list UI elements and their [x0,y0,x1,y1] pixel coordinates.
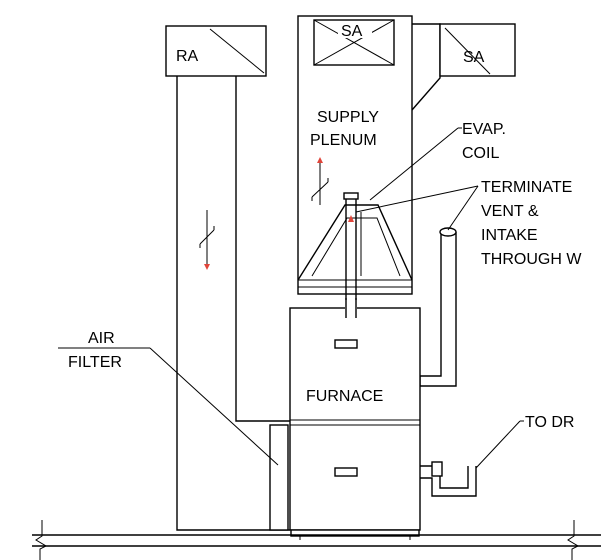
terminate-label-line1: TERMINATE [481,179,572,196]
evap-coil-label-line1: EVAP. [462,121,506,138]
drain-leader [475,420,521,469]
terminate-leader [355,185,479,213]
furnace-cabinet [289,307,421,540]
terminate-label-line3: INTAKE [481,227,538,244]
evap-coil-leader [369,127,459,201]
to-drain-label: TO DR [525,414,574,431]
condensate-drain [420,461,477,497]
furnace-label: FURNACE [306,388,383,405]
evaporator-coil [297,204,413,295]
supply-plenum [297,15,516,295]
supply-plenum-label-line2: PLENUM [310,132,377,149]
intake-pipe [419,227,457,387]
floor-slab [32,520,601,560]
sa-top-label-bg [338,22,372,38]
evap-coil-label-line2: COIL [462,145,499,162]
supply-air-top-label: SA [341,23,363,40]
supply-air-right-label: SA [463,49,485,66]
air-filter-label-line1: AIR [88,330,115,347]
supply-flow-damper [311,157,329,205]
supply-plenum-label-line1: SUPPLY [317,109,379,126]
furnace-upper-handle [334,339,358,349]
return-flow-damper [199,210,215,270]
vent-flow-arrow [348,215,354,222]
air-filter-label-line2: FILTER [68,354,122,371]
furnace-lower-handle [334,467,358,477]
return-air-label: RA [176,48,199,65]
return-air-duct [165,25,290,531]
air-filter [58,347,289,531]
flow-arrow-up [317,157,323,163]
terminate-label-line4: THROUGH W [481,251,582,268]
terminate-label-line2: VENT & [481,203,539,220]
flow-arrow-down [204,264,210,270]
